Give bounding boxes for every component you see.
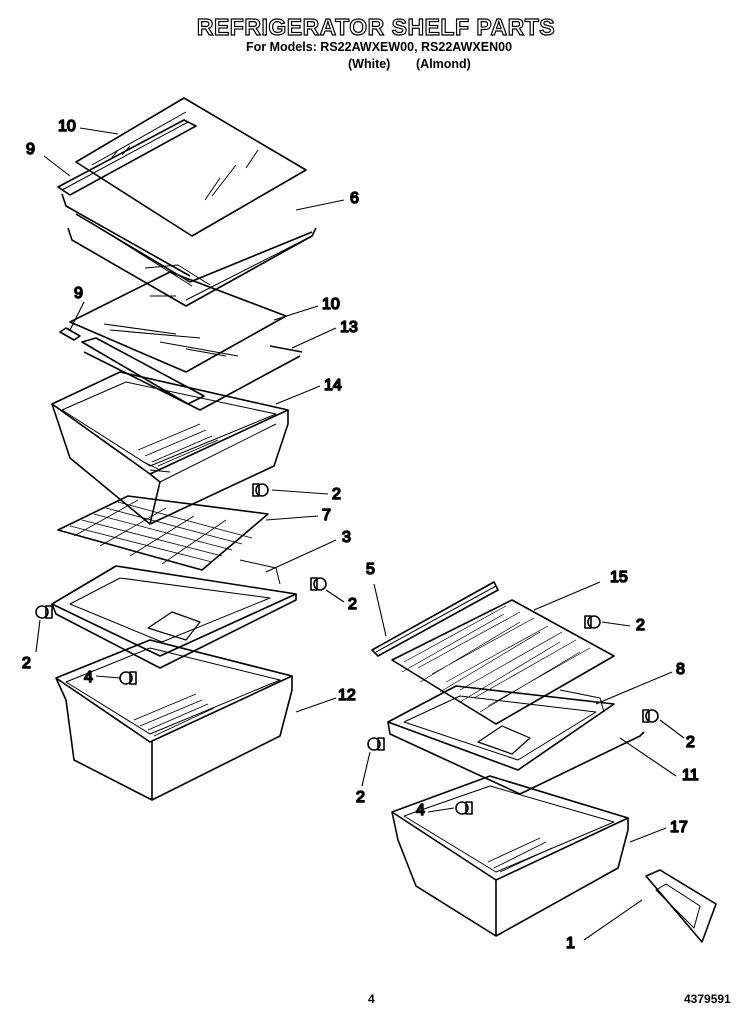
top-shelf-trim [57,119,197,196]
top-glass-shelf [75,97,307,237]
callout-9b: 9 [74,285,83,302]
crisper-cover-frame [51,559,297,669]
callout-2c: 2 [22,655,31,672]
variant-white: (White) [348,57,391,71]
wire-shelf-15 [391,599,615,725]
callout-12: 12 [338,687,356,704]
callout-14: 14 [324,377,342,394]
right-crisper-drawer [391,775,629,937]
callout-6: 6 [350,190,359,207]
callout-10a: 10 [58,118,76,135]
callout-7: 7 [322,507,331,524]
second-shelf-frame [59,327,303,411]
clip-icon [642,709,659,723]
part-number: 4379591 [684,992,731,1006]
models-line: For Models: RS22AWXEW00, RS22AWXEN00 [246,40,513,54]
callout-8: 8 [676,661,685,678]
callout-2b: 2 [348,596,357,613]
clip-icon [35,605,53,619]
clip-icon [119,671,137,685]
callout-2a: 2 [332,486,341,503]
callout-2f: 2 [356,789,365,806]
right-crisper-cover-frame [387,685,645,795]
clip-icon [310,577,327,591]
clip-icon [584,615,601,629]
clip-icon [252,483,269,497]
callout-9a: 9 [26,141,35,158]
leader-lines [35,127,685,941]
callout-4b: 4 [416,802,425,819]
callout-17: 17 [670,819,688,836]
wire-shelf-7 [57,495,269,571]
callout-13: 13 [340,319,358,336]
badge-part-1 [645,869,717,943]
callout-11: 11 [682,767,699,784]
callout-1: 1 [566,935,575,952]
callout-2e: 2 [686,734,695,751]
callout-5: 5 [366,561,375,578]
variant-almond: (Almond) [416,57,471,71]
top-shelf-frame [61,193,317,307]
trim-strip-5 [371,581,499,657]
clip-icon [367,737,385,751]
page-number: 4 [368,992,375,1006]
second-glass-shelf [69,271,287,373]
callout-3: 3 [342,529,351,546]
callout-10b: 10 [322,296,340,313]
callout-15: 15 [610,569,628,586]
callout-4a: 4 [84,669,93,686]
lower-crisper-drawer [55,639,293,801]
page-title: REFRIGERATOR SHELF PARTS [196,13,556,40]
upper-crisper-drawer [51,371,289,525]
callout-2d: 2 [636,617,645,634]
clip-icon [455,801,473,815]
